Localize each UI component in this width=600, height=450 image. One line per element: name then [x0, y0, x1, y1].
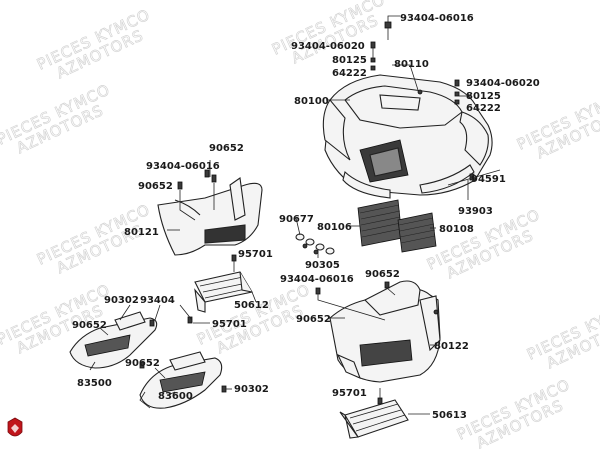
- label-95701-a: 95701: [238, 249, 273, 260]
- label-83500: 83500: [77, 378, 112, 389]
- label-93404-06016-mid: 93404-06016: [280, 274, 354, 285]
- label-80108: 80108: [439, 224, 474, 235]
- label-90652-d: 90652: [296, 314, 331, 325]
- label-90677: 90677: [279, 214, 314, 225]
- left-panel-80121: [157, 177, 263, 256]
- label-93404-06016-top: 93404-06016: [400, 13, 474, 24]
- label-50612: 50612: [234, 300, 269, 311]
- fastener-cluster-90677: [295, 233, 335, 255]
- label-90652-a: 90652: [209, 143, 244, 154]
- label-93404-06020-right: 93404-06020: [466, 78, 540, 89]
- label-94591: 94591: [471, 174, 506, 185]
- label-64222-top: 64222: [332, 68, 367, 79]
- label-90652-e: 90652: [72, 320, 107, 331]
- label-90652-c: 90652: [365, 269, 400, 280]
- label-80106: 80106: [317, 222, 352, 233]
- label-80125-top: 80125: [332, 55, 367, 66]
- label-90302-a: 90302: [104, 295, 139, 306]
- leader-lines: [89, 15, 501, 415]
- label-80122: 80122: [434, 341, 469, 352]
- grille-80108: [397, 212, 437, 253]
- rack-50613: [339, 399, 409, 439]
- label-95701-c: 95701: [332, 388, 367, 399]
- label-50613: 50613: [432, 410, 467, 421]
- label-80121: 80121: [124, 227, 159, 238]
- label-83600: 83600: [158, 391, 193, 402]
- label-90302-b: 90302: [234, 384, 269, 395]
- footrest-83500: [69, 311, 158, 369]
- part-number-labels: 93404-06016 93404-06020 80125 64222 8011…: [72, 13, 540, 421]
- label-90652-b: 90652: [138, 181, 173, 192]
- label-80100: 80100: [294, 96, 329, 107]
- rear-fender-80122: [329, 280, 441, 383]
- label-80125-right: 80125: [466, 91, 501, 102]
- label-93404-06020-top: 93404-06020: [291, 41, 365, 52]
- label-90652-f: 90652: [125, 358, 160, 369]
- label-80110: 80110: [394, 59, 429, 70]
- label-90305: 90305: [305, 260, 340, 271]
- label-95701-b: 95701: [212, 319, 247, 330]
- label-93404-06016-left: 93404-06016: [146, 161, 220, 172]
- footrest-83600: [139, 351, 223, 409]
- grille-80106: [357, 199, 403, 247]
- front-fender-80100: [322, 74, 493, 199]
- label-93903: 93903: [458, 206, 493, 217]
- label-64222-right: 64222: [466, 103, 501, 114]
- rack-50612: [194, 271, 253, 313]
- logo-icon: [7, 417, 23, 437]
- label-93404: 93404: [140, 295, 175, 306]
